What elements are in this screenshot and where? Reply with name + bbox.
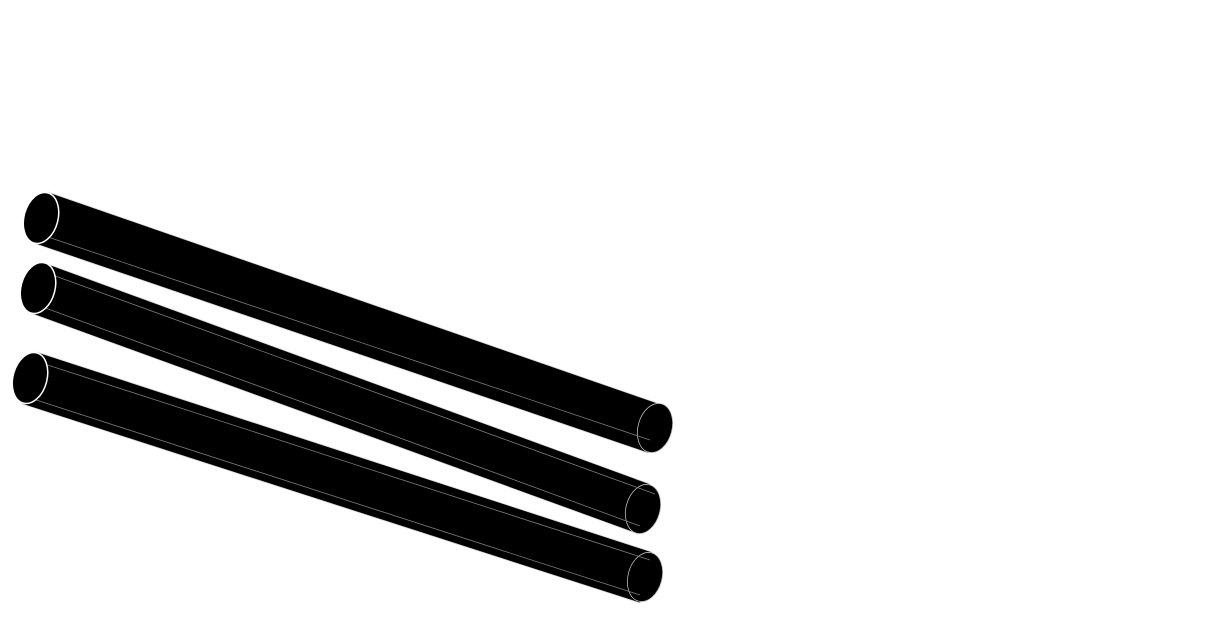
surface-line	[25, 357, 651, 561]
surface-line	[29, 397, 641, 596]
surface-line	[44, 235, 651, 441]
surface-line	[39, 305, 641, 527]
cylinder-2	[19, 261, 662, 535]
cylinder-end-left	[22, 191, 60, 245]
surface-line	[35, 268, 656, 495]
cylinder-end-right	[624, 484, 662, 534]
cylinder-end-right	[636, 403, 674, 453]
cylinder-3	[11, 351, 664, 604]
cylinder-1	[22, 191, 674, 454]
cylinder-end-left	[19, 261, 57, 315]
cylinder-end-right	[626, 552, 664, 602]
cylinder-end-left	[11, 351, 49, 405]
